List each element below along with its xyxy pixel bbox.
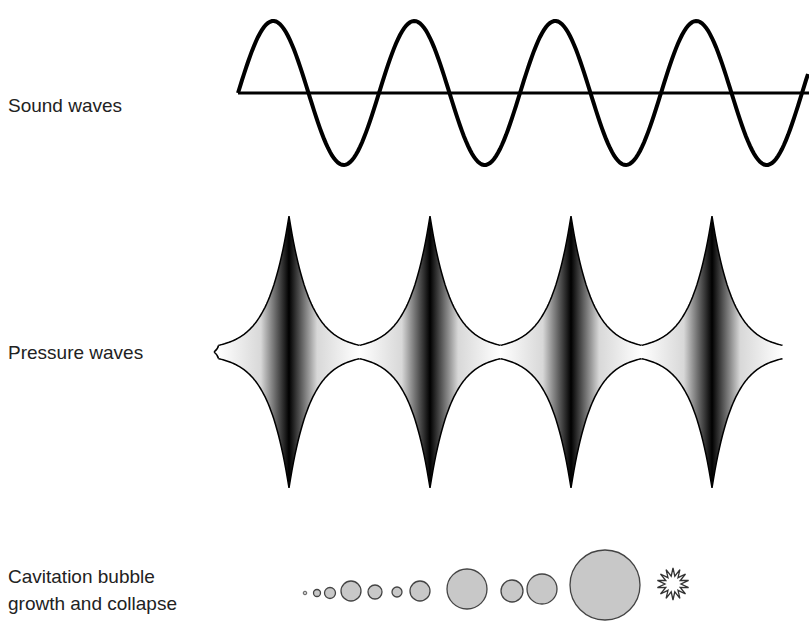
pressure-lobe xyxy=(219,216,360,488)
pressure-outline xyxy=(501,216,642,345)
bubble xyxy=(325,588,336,599)
bubble-collapse xyxy=(657,568,688,600)
bubble xyxy=(314,590,321,597)
pressure-waves xyxy=(214,216,783,488)
cavitation-bubbles xyxy=(303,550,688,620)
pressure-lobe xyxy=(501,216,642,488)
pressure-outline xyxy=(642,359,783,488)
sound-wave xyxy=(238,21,808,165)
pressure-outline xyxy=(219,359,360,488)
bubble xyxy=(527,574,557,604)
bubble xyxy=(410,581,430,601)
bubble xyxy=(341,581,361,601)
bubble xyxy=(392,587,402,597)
pressure-outline xyxy=(501,359,642,488)
row-label: Sound waves xyxy=(8,92,198,119)
pressure-lobe xyxy=(360,216,501,488)
wave-axis xyxy=(238,92,809,95)
pressure-outline xyxy=(214,345,219,358)
pressure-outline xyxy=(360,216,501,345)
pressure-lobe xyxy=(642,216,783,488)
bubble xyxy=(368,585,382,599)
bubble xyxy=(570,550,640,620)
row-label: Cavitation bubble growth and collapse xyxy=(8,563,188,617)
pressure-outline xyxy=(360,359,501,488)
pressure-outline xyxy=(219,216,360,345)
bubble xyxy=(501,580,523,602)
row-label: Pressure waves xyxy=(8,339,198,366)
bubble xyxy=(303,591,307,595)
bubble xyxy=(447,569,487,609)
pressure-outline xyxy=(642,216,783,345)
